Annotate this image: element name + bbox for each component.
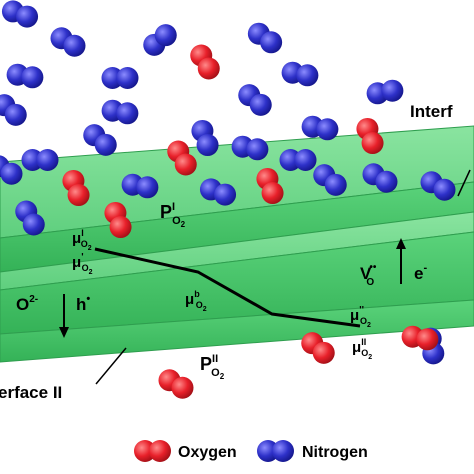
nitrogen-molecule [143,24,177,56]
membrane-body-top [0,211,474,291]
nitrogen-atom [116,67,139,89]
nitrogen-molecule [238,84,272,116]
nitrogen-atom [36,149,59,171]
oxygen-atom [416,328,439,351]
electron-label: e- [414,262,427,283]
oxide-ion-label: O2- [16,294,38,314]
nitrogen-atom [196,134,219,157]
nitrogen-atom [94,133,117,156]
nitrogen-molecule [247,22,283,54]
nitrogen-molecule [281,61,319,87]
nitrogen-molecule [15,200,45,236]
oxygen-atom [67,184,90,207]
nitrogen-molecule [366,79,404,105]
nitrogen-molecule [313,164,347,196]
nitrogen-atom [433,178,456,201]
vacancy-label: V••O [360,262,377,288]
hole-label: h• [76,293,90,314]
nitrogen-atom [294,149,317,171]
nitrogen-atom [296,64,319,87]
membrane-lower-band [0,299,474,363]
nitrogen-atom [22,213,45,236]
oxygen-atom [171,376,194,399]
nitrogen-molecule [362,163,398,193]
nitrogen-atom [4,103,27,126]
interface-top-pointer [457,169,471,197]
interface-bottom-label: erface II [0,383,62,402]
nitrogen-molecule [0,94,27,126]
oxygen-molecule [401,325,439,351]
mu-bottom-bulk-label: μ''O2 [350,305,371,329]
nitrogen-molecule [83,124,117,156]
nitrogen-molecule [191,119,219,157]
nitrogen-molecule [279,149,317,171]
nitrogen-molecule [420,171,456,201]
nitrogen-atom [249,93,272,116]
nitrogen-atom [16,5,39,28]
nitrogen-molecule [199,178,237,206]
molecules [0,0,456,399]
nitrogen-atom [260,31,283,54]
membrane-upper-band [0,181,474,273]
nitrogen-molecule [0,155,23,185]
nitrogen-molecule [6,63,44,89]
oxygen-atom [174,153,197,176]
nitrogen-atom [381,79,404,102]
oxygen-molecule [62,169,90,207]
oxygen-molecule [104,201,132,239]
interface-bottom-pointer [95,347,127,385]
nitrogen-molecule [231,135,269,161]
legend-nitrogen-icon [257,440,294,462]
nitrogen-molecule [1,0,39,28]
oxygen-molecule [301,332,335,364]
oxygen-molecule [190,44,220,80]
nitrogen-molecule [50,27,86,57]
mu-top-bulk-label: μ'O2 [72,252,93,276]
nitrogen-molecule [301,115,339,141]
legend-oxygen-icon [134,440,171,462]
oxide-flow-arrow-head [59,327,69,338]
legend-oxygen-label: Oxygen [178,444,237,461]
oxygen-atom [361,132,384,155]
vacancy-flow-arrow-head [396,238,406,249]
nitrogen-atom [63,34,86,57]
nitrogen-atom [154,24,177,47]
nitrogen-atom [0,162,23,185]
nitrogen-molecule [101,67,139,89]
nitrogen-atom [375,170,398,193]
oxygen-molecule [256,167,284,205]
oxygen-atom [312,341,335,364]
oxygen-atom [197,57,220,80]
interface-top-label: Interf [410,102,453,121]
legend-nitrogen-label: Nitrogen [302,444,368,461]
nitrogen-atom [324,173,347,196]
nitrogen-molecule [101,99,139,125]
nitrogen-atom [316,118,339,141]
oxygen-atom [261,182,284,205]
oxygen-molecule [167,140,197,176]
oxygen-atom [109,216,132,239]
nitrogen-atom [214,183,237,206]
oxygen-molecule [158,369,194,399]
nitrogen-atom [21,66,44,89]
nitrogen-molecule [21,149,59,171]
legend: Oxygen Nitrogen [134,440,368,462]
nitrogen-atom [246,138,269,161]
oxygen-molecule [356,117,384,155]
nitrogen-atom [116,102,139,125]
nitrogen-molecule [121,173,159,199]
nitrogen-atom [136,176,159,199]
potential-profile-line [94,247,361,328]
